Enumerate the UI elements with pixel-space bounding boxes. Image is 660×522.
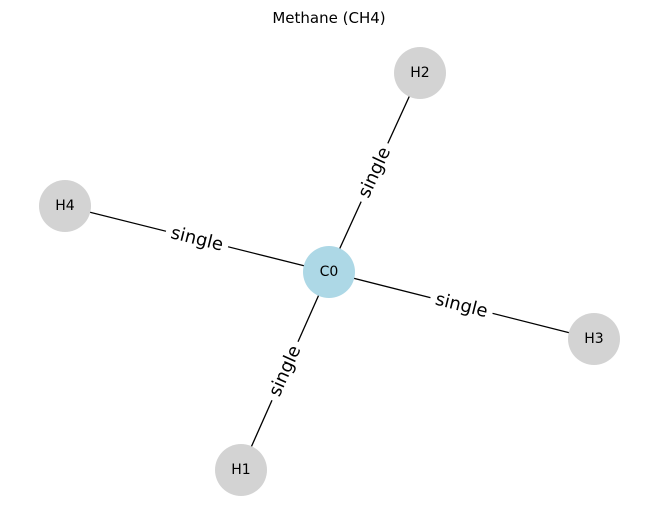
atom-label-h3: H3 <box>584 331 603 347</box>
atom-label-c0: C0 <box>320 264 339 280</box>
bond-label-group: single <box>163 219 231 259</box>
bonds-layer: single single single single <box>64 72 595 471</box>
bond-label: single <box>265 342 306 399</box>
atom-node-h4 <box>39 180 91 232</box>
atom-label-h1: H1 <box>231 462 250 478</box>
atom-node-h2 <box>394 47 446 99</box>
bond-label-background <box>427 286 496 325</box>
bond-label-group: single <box>261 336 309 406</box>
bond-label-group: single <box>427 286 496 325</box>
diagram-title: Methane (CH4) <box>272 9 385 27</box>
bond-label-background <box>261 336 309 406</box>
bond-label: single <box>354 144 395 201</box>
atom-label-h4: H4 <box>55 198 75 214</box>
atom-node-h1 <box>215 444 267 496</box>
bond-label-group: single <box>350 138 399 207</box>
atom-node-c0 <box>303 246 355 298</box>
bond-label-background <box>350 138 399 207</box>
bond-label-background <box>163 219 231 259</box>
atom-node-h3 <box>568 313 620 365</box>
atom-label-h2: H2 <box>410 65 429 81</box>
